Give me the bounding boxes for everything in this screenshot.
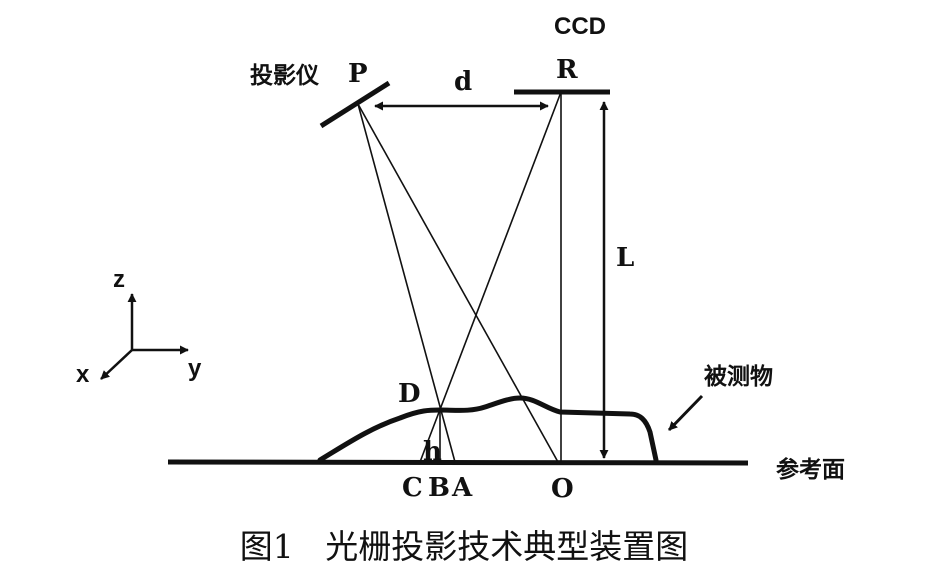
distance-d-label: d	[454, 67, 472, 97]
axis-z-label: z	[113, 266, 125, 293]
point-o-label: O	[551, 474, 574, 504]
axis-x-arrow	[100, 349, 133, 380]
height-h-label: h	[423, 437, 442, 467]
distance-l-label: L	[616, 243, 634, 273]
projector-mirror	[319, 80, 391, 129]
projector-label: 投影仪	[250, 63, 320, 89]
point-c-label: C	[402, 473, 423, 503]
reference-plane-line	[167, 459, 749, 466]
point-r-label: R	[556, 55, 578, 85]
reference-plane-label: 参考面	[776, 456, 845, 483]
point-p-label: P	[348, 59, 368, 89]
point-a-label: A	[451, 473, 473, 503]
axis-y-label: y	[188, 355, 202, 382]
ccd-label: CCD	[554, 13, 606, 40]
object-label: 被测物	[704, 363, 773, 390]
ray-p-to-o	[357, 103, 559, 463]
ray-p-to-a	[357, 103, 456, 463]
point-d-label: D	[398, 379, 421, 409]
point-b-label: B	[428, 473, 450, 503]
ray-r-to-c	[419, 91, 562, 463]
axis-x-label: x	[76, 361, 90, 388]
object-surface	[317, 395, 659, 463]
figure-caption: 图1 光栅投影技术典型装置图	[240, 527, 688, 566]
object-pointer-arrow	[667, 394, 704, 432]
